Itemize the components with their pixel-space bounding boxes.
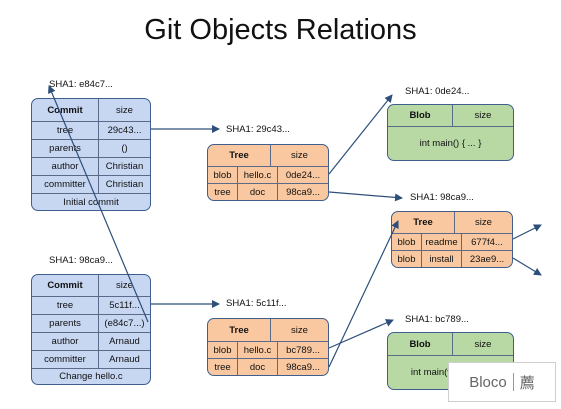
blob1-object: Blob size int main() { ... } [387,104,514,161]
commit1-size: size [98,99,150,121]
tree2-type: Tree [413,217,433,228]
commit2-field: committer [44,354,86,365]
commit1-value: 29c43... [98,122,150,139]
commit2-field: tree [56,300,74,311]
tree3-blob-arrow [328,319,394,349]
tree1-type: Tree [229,150,249,161]
tree2-object: Tree size blob readme 677f4... blob inst… [391,211,513,268]
commit2-value: 5c11f... [98,297,150,314]
blob1-content: int main() { ... } [388,126,513,160]
watermark-divider [512,373,514,391]
blob2-size: size [452,333,513,355]
tree3-object: Tree size blob hello.c bc789... tree doc… [207,318,329,376]
watermark: Bloco 薦 [448,362,556,402]
tree2-entry-name: install [421,251,461,267]
tree3-entry-type: blob [213,344,232,356]
tree3-type: Tree [229,324,249,336]
commit1-field: tree [56,125,74,136]
tree2-entry-type: blob [397,253,416,265]
tree1-entry-name: doc [237,184,277,200]
tree3-entry-type: tree [214,361,231,373]
commit2-size: size [98,275,150,296]
commit2-sha-label: SHA1: 98ca9... [49,255,113,266]
commit1-message: Initial commit [32,193,150,210]
blob2-type: Blob [409,338,431,350]
commit1-type: Commit [47,104,83,116]
commit2-field: author [51,336,79,347]
commit2-parent-arrow [48,85,149,323]
tree2-readme-arrow [512,224,542,240]
tree1-sha-label: SHA1: 29c43... [226,124,290,135]
tree1-entry-sha: 0de24... [277,167,328,183]
commit1-sha-label: SHA1: e84c7... [49,79,113,90]
tree1-entry-sha: 98ca9... [277,184,328,200]
commit2-value: Arnaud [98,333,150,350]
tree3-entry-name: hello.c [237,342,277,358]
diagram-title: Git Objects Relations [144,14,417,46]
blob2-sha-label: SHA1: bc789... [405,314,469,325]
commit2-message: Change hello.c [32,368,150,384]
tree1-subtree-arrow [328,191,403,202]
watermark-glyph: 薦 [519,374,535,392]
tree3-sha-label: SHA1: 5c11f... [226,298,287,309]
commit1-object: Commit size tree 29c43... parents () aut… [31,98,151,211]
tree2-size: size [454,212,512,233]
tree2-install-arrow [512,257,542,276]
tree2-entry-sha: 677f4... [461,234,512,250]
tree1-blob-arrow [328,94,393,175]
blob1-size: size [452,105,513,126]
tree3-entry-name: doc [237,359,277,375]
tree1-object: Tree size blob hello.c 0de24... tree doc… [207,144,329,201]
watermark-text: Bloco [469,373,507,391]
tree3-entry-sha: 98ca9... [277,359,328,375]
tree1-size: size [270,145,328,166]
blob1-type: Blob [409,110,431,121]
tree2-sha-label: SHA1: 98ca9... [410,192,474,203]
tree3-subtree-arrow [328,220,399,368]
tree2-entry-type: blob [397,236,416,248]
commit2-type: Commit [47,280,83,291]
commit2-value: Arnaud [98,351,150,368]
commit1-value: Christian [98,158,150,175]
tree2-entry-sha: 23ae9... [461,251,512,267]
commit2-value: (e84c7...) [98,315,150,332]
tree3-entry-sha: bc789... [277,342,328,358]
commit2-field: parents [49,318,81,329]
commit1-field: parents [49,143,81,154]
commit2-object: Commit size tree 5c11f... parents (e84c7… [31,274,151,385]
commit1-field: author [51,161,79,172]
tree2-entry-name: readme [421,234,461,250]
tree3-size: size [270,319,328,341]
tree1-entry-type: tree [214,186,231,198]
commit1-field: committer [44,179,86,190]
tree1-entry-type: blob [213,169,232,181]
blob1-sha-label: SHA1: 0de24... [405,86,470,97]
commit1-value: Christian [98,176,150,193]
commit1-value: () [98,140,150,157]
tree1-entry-name: hello.c [237,167,277,183]
